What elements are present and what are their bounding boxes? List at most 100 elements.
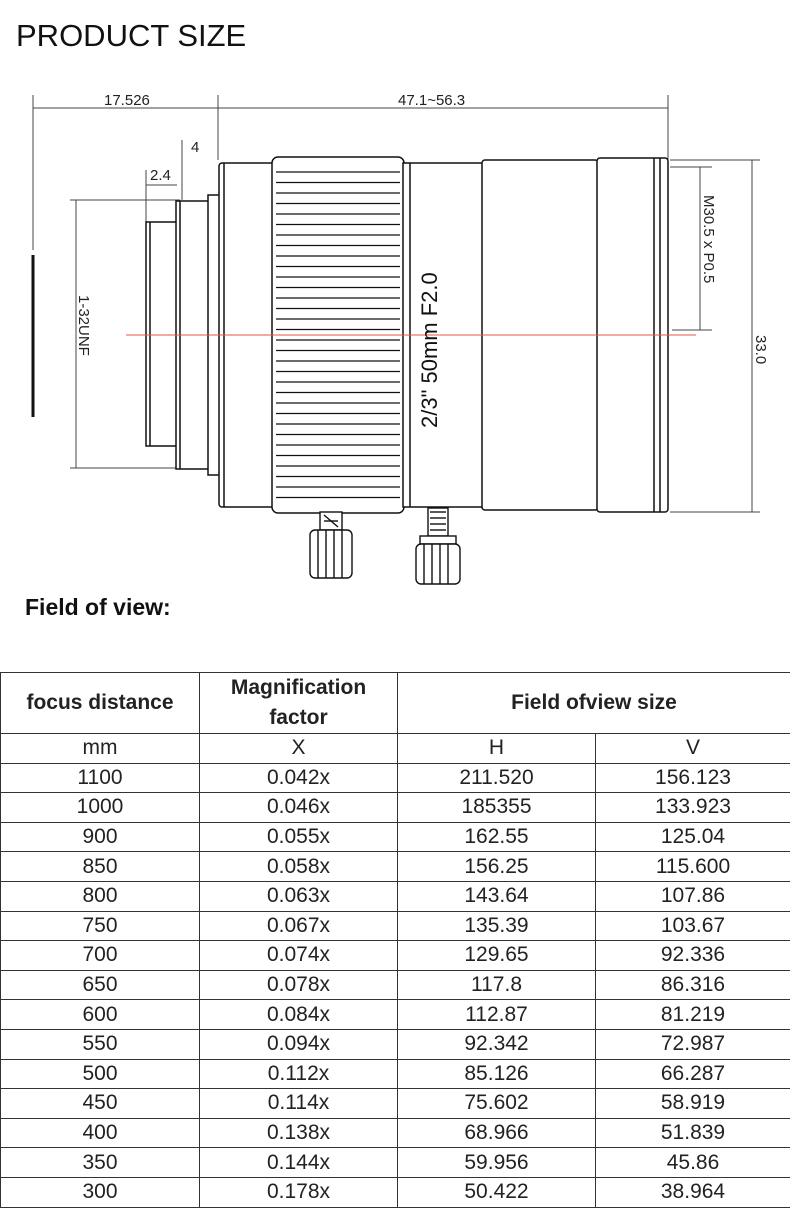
- dim-flange: 4: [191, 139, 199, 156]
- fov-h-cell: 162.55: [397, 821, 596, 853]
- focus-distance-cell: 600: [0, 999, 200, 1030]
- fov-h-cell: 92.342: [397, 1028, 596, 1060]
- iris-lock-screw: [415, 507, 461, 585]
- table-header-row: focus distance Magnification factor Fiel…: [0, 672, 790, 734]
- fov-v-cell: 58.919: [595, 1088, 790, 1119]
- unit-cell: H: [397, 733, 596, 764]
- dim-filter-thread: M30.5 x P0.5: [700, 195, 717, 283]
- magnification-cell: 0.063x: [199, 880, 398, 912]
- magnification-cell: 0.046x: [199, 792, 398, 823]
- col-header-focus: focus distance: [0, 672, 200, 734]
- focus-distance-cell: 350: [0, 1147, 200, 1178]
- fov-v-cell: 125.04: [595, 821, 790, 853]
- unit-cell: X: [199, 733, 398, 764]
- magnification-cell: 0.058x: [199, 851, 398, 882]
- fov-h-cell: 75.602: [397, 1088, 596, 1119]
- dim-mount-thread: 1-32UNF: [75, 295, 92, 356]
- fov-v-cell: 66.287: [595, 1058, 790, 1090]
- dim-diameter: 33.0: [752, 335, 769, 364]
- focus-distance-cell: 550: [0, 1028, 200, 1060]
- focus-distance-cell: 900: [0, 821, 200, 853]
- fov-v-cell: 51.839: [595, 1117, 790, 1149]
- fov-h-cell: 185355: [397, 792, 596, 823]
- fov-v-cell: 86.316: [595, 969, 790, 1001]
- fov-h-cell: 129.65: [397, 940, 596, 971]
- page-title: PRODUCT SIZE: [16, 18, 247, 53]
- dim-back-length: 17.526: [104, 92, 150, 109]
- fov-v-cell: 45.86: [595, 1147, 790, 1178]
- focus-distance-cell: 400: [0, 1117, 200, 1149]
- focus-distance-cell: 650: [0, 969, 200, 1001]
- fov-h-cell: 59.956: [397, 1147, 596, 1178]
- focus-distance-cell: 450: [0, 1088, 200, 1119]
- lens-dimension-drawing: 17.526 47.1~56.3 4 2.4 1-32UNF M30.5 x P…: [31, 92, 769, 585]
- focus-distance-cell: 1100: [0, 762, 200, 794]
- fov-h-cell: 85.126: [397, 1058, 596, 1090]
- focus-ring-knurling: [276, 171, 400, 499]
- col-header-magnification: Magnification factor: [199, 672, 398, 734]
- fov-v-cell: 38.964: [595, 1176, 790, 1208]
- magnification-cell: 0.114x: [199, 1088, 398, 1119]
- focus-distance-cell: 700: [0, 940, 200, 971]
- fov-v-cell: 115.600: [595, 851, 790, 882]
- dim-body-length: 47.1~56.3: [398, 92, 465, 109]
- focus-distance-cell: 800: [0, 880, 200, 912]
- fov-h-cell: 50.422: [397, 1176, 596, 1208]
- magnification-cell: 0.144x: [199, 1147, 398, 1178]
- magnification-cell: 0.067x: [199, 910, 398, 942]
- fov-v-cell: 107.86: [595, 880, 790, 912]
- table-units-row: mm X H V: [0, 733, 790, 764]
- fov-section-title: Field of view:: [25, 594, 171, 620]
- fov-h-cell: 117.8: [397, 969, 596, 1001]
- fov-h-cell: 211.520: [397, 762, 596, 794]
- focus-distance-cell: 850: [0, 851, 200, 882]
- magnification-cell: 0.078x: [199, 969, 398, 1001]
- magnification-cell: 0.094x: [199, 1028, 398, 1060]
- fov-v-cell: 72.987: [595, 1028, 790, 1060]
- focus-distance-cell: 300: [0, 1176, 200, 1208]
- magnification-cell: 0.112x: [199, 1058, 398, 1090]
- barrel-marking: 2/3" 50mm F2.0: [417, 272, 442, 428]
- fov-v-cell: 133.923: [595, 792, 790, 823]
- magnification-cell: 0.084x: [199, 999, 398, 1030]
- magnification-cell: 0.138x: [199, 1117, 398, 1149]
- fov-v-cell: 81.219: [595, 999, 790, 1030]
- magnification-cell: 0.042x: [199, 762, 398, 794]
- fov-table: focus distance Magnification factor Fiel…: [0, 672, 790, 1208]
- fov-v-cell: 92.336: [595, 940, 790, 971]
- fov-h-cell: 143.64: [397, 880, 596, 912]
- focus-distance-cell: 750: [0, 910, 200, 942]
- dim-mount-step: 2.4: [150, 167, 171, 184]
- fov-h-cell: 156.25: [397, 851, 596, 882]
- magnification-cell: 0.178x: [199, 1176, 398, 1208]
- magnification-cell: 0.074x: [199, 940, 398, 971]
- unit-cell: mm: [0, 733, 200, 764]
- focus-lock-screw: [309, 511, 353, 579]
- fov-h-cell: 68.966: [397, 1117, 596, 1149]
- fov-v-cell: 156.123: [595, 762, 790, 794]
- focus-distance-cell: 500: [0, 1058, 200, 1090]
- fov-h-cell: 112.87: [397, 999, 596, 1030]
- dimension-lines: [32, 95, 760, 513]
- fov-h-cell: 135.39: [397, 910, 596, 942]
- magnification-cell: 0.055x: [199, 821, 398, 853]
- unit-cell: V: [595, 733, 790, 764]
- focus-distance-cell: 1000: [0, 792, 200, 823]
- fov-v-cell: 103.67: [595, 910, 790, 942]
- col-header-fov-size: Field ofview size: [397, 672, 790, 734]
